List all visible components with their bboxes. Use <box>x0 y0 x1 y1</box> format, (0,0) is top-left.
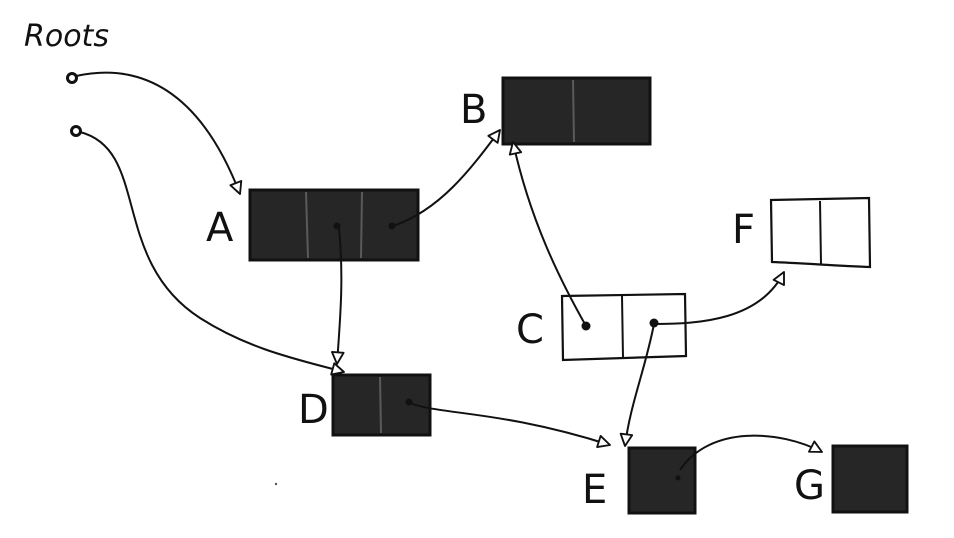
node-label-f: F <box>732 207 756 253</box>
stray-mark <box>274 482 278 486</box>
edge-a-to-b <box>392 129 501 227</box>
node-label-d: D <box>298 387 329 433</box>
root-pointer-1 <box>66 72 78 84</box>
node-label-e: E <box>582 467 608 513</box>
node-label-g: G <box>794 463 825 509</box>
edge-e-to-g <box>679 434 823 471</box>
edge-root2-to-d <box>79 131 345 376</box>
node-b <box>501 76 652 146</box>
node-label-a: A <box>206 205 234 251</box>
edge-root1-to-a <box>75 71 243 195</box>
node-c <box>560 292 688 362</box>
node-e <box>627 446 697 515</box>
node-g <box>831 444 909 514</box>
root-pointer-2 <box>70 125 82 137</box>
node-label-c: C <box>516 307 544 353</box>
edge-c-to-e <box>619 323 655 447</box>
edge-d-to-e <box>409 402 611 448</box>
edge-c-to-b <box>508 141 587 327</box>
edge-c-to-f <box>653 271 785 325</box>
node-a <box>248 188 420 262</box>
roots-label: Roots <box>24 19 109 54</box>
edge-a-to-d <box>331 227 345 365</box>
node-f <box>769 196 872 269</box>
node-label-b: B <box>460 87 488 133</box>
